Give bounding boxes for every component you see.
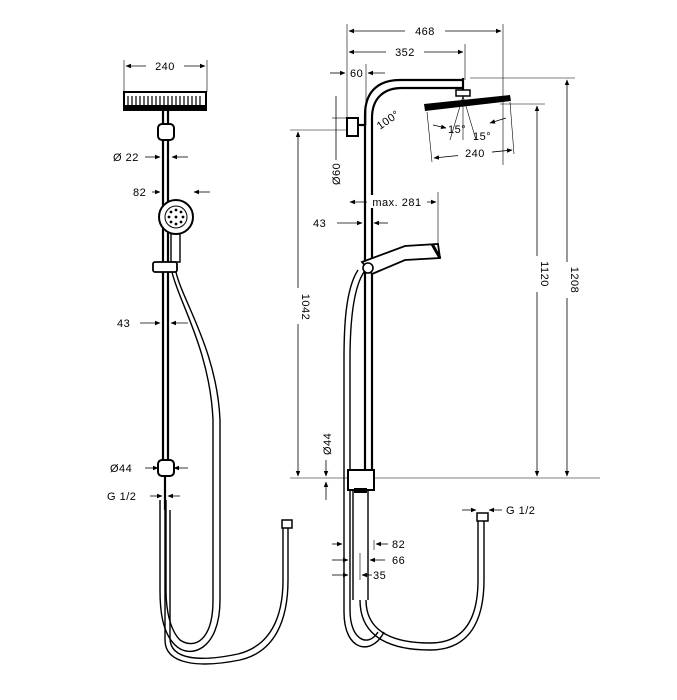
front-dim-handshower: 82	[133, 187, 146, 199]
side-dim-angle: 100°	[375, 108, 402, 132]
side-dim-thread: G 1/2	[506, 505, 535, 517]
side-dim-wall-offset: 60	[350, 68, 363, 80]
front-dim-head-width: 240	[155, 61, 175, 73]
side-dim-d82: 82	[392, 539, 405, 551]
side-hand-shower	[360, 243, 442, 276]
side-shower-head	[424, 95, 511, 111]
side-dim-d66: 66	[392, 555, 405, 567]
side-dim-total-reach: 468	[415, 26, 435, 38]
side-dim-head-width: 240	[465, 148, 485, 160]
side-dim-bar: 43	[313, 218, 326, 230]
side-dim-max-reach: max. 281	[372, 197, 421, 209]
front-dim-thread: G 1/2	[107, 491, 136, 503]
side-dim-height-head: 1120	[538, 261, 550, 287]
front-view: 240 Ø 22 82	[107, 59, 293, 665]
side-dim-mount-dia: Ø60	[331, 163, 343, 185]
front-dim-bottom-dia: Ø44	[110, 463, 132, 475]
side-dim-tilt-left: 15°	[448, 124, 466, 136]
side-dim-height-lower: 1042	[299, 294, 311, 320]
side-dim-height-total: 1208	[568, 267, 580, 293]
side-view: 468 352 60 Ø60 100° 15° 15°	[290, 24, 600, 651]
shower-head-nozzles	[127, 96, 201, 106]
side-dim-tilt-right: 15°	[473, 131, 491, 143]
side-dim-d35: 35	[373, 570, 386, 582]
front-dim-bar: 43	[117, 318, 130, 330]
front-dim-arm-dia: Ø 22	[113, 152, 139, 164]
side-dim-arm-reach: 352	[395, 47, 415, 59]
side-dim-bottom-dia: Ø44	[322, 433, 334, 455]
